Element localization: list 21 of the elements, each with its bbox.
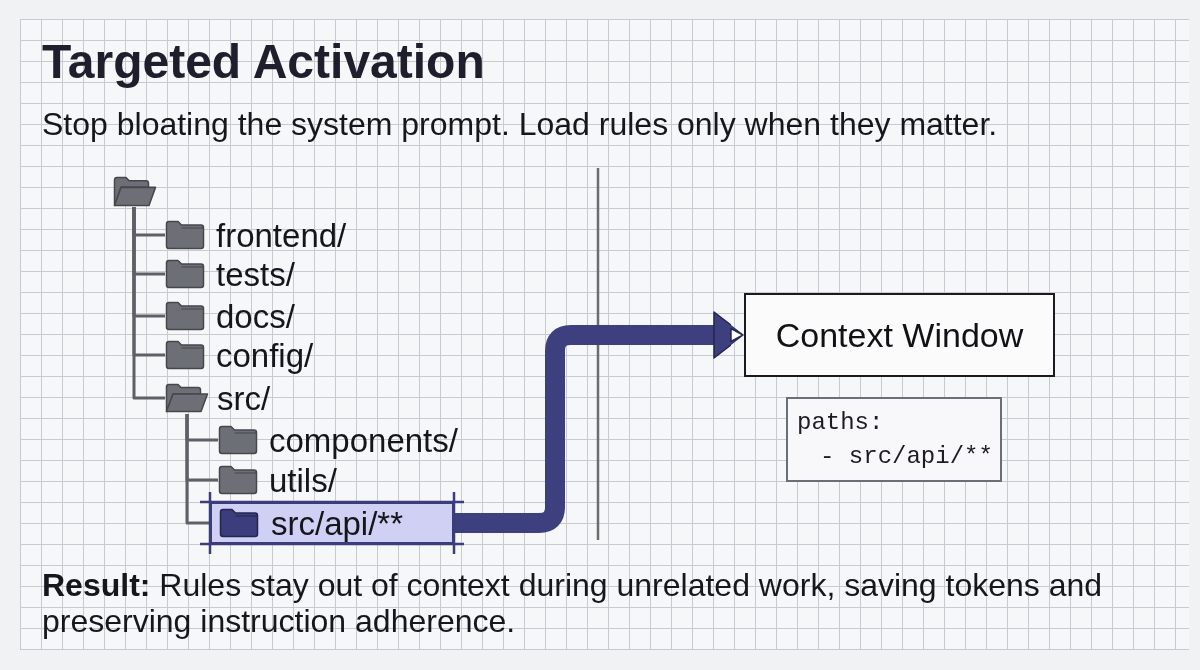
result-note: Result: Rules stay out of context during unrelated work, saving tokens and preserving instruction adherence. — [42, 567, 1104, 639]
folder-name: tests/ — [216, 257, 295, 291]
title: Targeted Activation — [42, 38, 485, 86]
code-box — [786, 397, 1002, 482]
folder-name: config/ — [216, 338, 314, 372]
folder-name: src/api/** — [271, 506, 404, 540]
context-box — [744, 293, 1055, 377]
open-folder-icon — [113, 176, 157, 207]
code-line: paths: — [797, 410, 884, 435]
folder-name: utils/ — [269, 463, 337, 497]
box-label: Context Window — [775, 318, 1024, 352]
tree-line — [132, 207, 165, 400]
folder-name: frontend/ — [216, 218, 347, 252]
highlighted-row — [210, 502, 454, 544]
thick-arrow — [454, 311, 745, 533]
folder-name: src/ — [217, 381, 271, 415]
code-line: - src/api/** — [820, 444, 993, 469]
subtitle: Stop bloating the system prompt. Load rules only when they matter. — [42, 108, 998, 140]
tree-line — [185, 414, 210, 525]
folder-name: docs/ — [216, 299, 295, 333]
folder-name: components/ — [269, 423, 458, 457]
